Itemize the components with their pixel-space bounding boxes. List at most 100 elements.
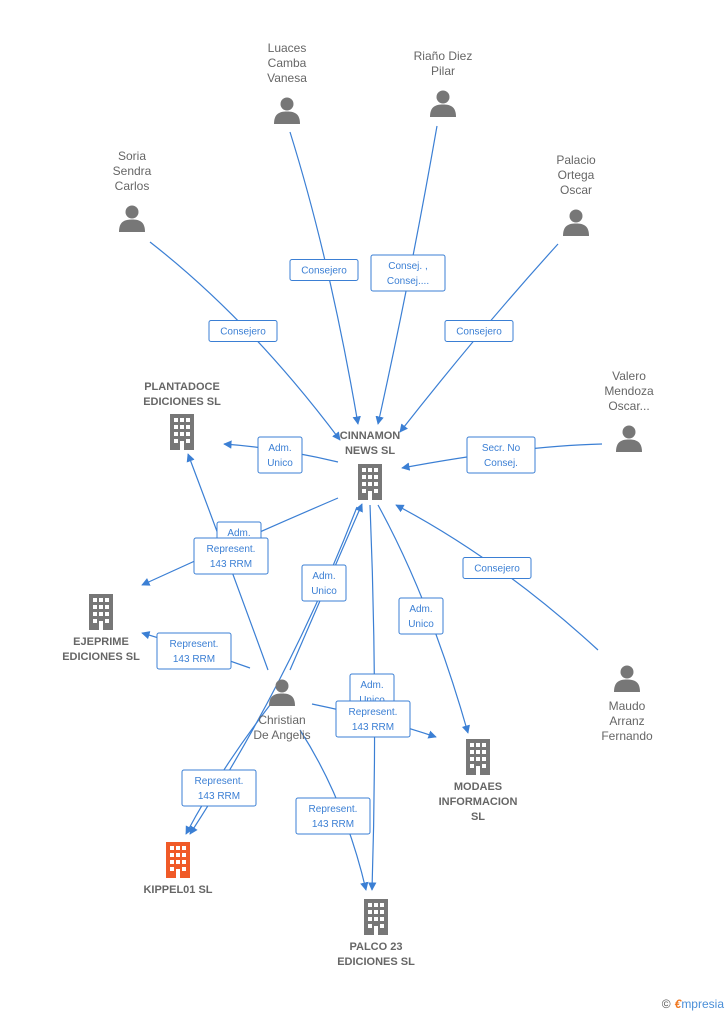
- edge-label-text: 143 RRM: [198, 791, 240, 802]
- node-label-line: PLANTADOCE: [144, 381, 220, 393]
- edge-label-christian-palco[interactable]: Represent.143 RRM: [295, 797, 371, 835]
- edge-label-cinnamon-plantadoce[interactable]: Adm.Unico: [257, 436, 303, 474]
- person-icon: [119, 205, 145, 232]
- edge-label-text: Consejero: [301, 266, 347, 277]
- node-label-line: Oscar: [560, 183, 592, 197]
- edge-label-text: Consejero: [474, 564, 520, 575]
- brand-name: mpresia: [681, 997, 724, 1011]
- edge-label-text: Secr. No: [482, 443, 521, 454]
- edge-label-box: [295, 797, 371, 835]
- edge-label-box: [289, 259, 359, 281]
- edge-label-palacio-cinnamon[interactable]: Consejero: [444, 320, 514, 342]
- node-label-line: Maudo: [609, 699, 646, 713]
- edge-label-cinnamon-kippel[interactable]: Adm.Unico: [301, 564, 347, 602]
- edge-label-text: 143 RRM: [210, 559, 252, 570]
- edge-label-box: [257, 436, 303, 474]
- node-label-line: INFORMACION: [439, 796, 518, 808]
- node-label-line: EDICIONES SL: [62, 651, 140, 663]
- edge-label-christian-kippel[interactable]: Represent. 143 RRM: [181, 769, 257, 807]
- edge-label-text: Unico: [408, 619, 434, 630]
- person-icon: [614, 665, 640, 692]
- node-label-line: Sendra: [113, 164, 152, 178]
- edge-label-soria-cinnamon[interactable]: Consejero: [208, 320, 278, 342]
- edge-label-box: [193, 537, 269, 575]
- node-kippel[interactable]: KIPPEL01 SL: [143, 842, 213, 896]
- edge-label-text: 143 RRM: [173, 654, 215, 665]
- edge-label-box: [181, 769, 257, 807]
- node-label-line: Palacio: [556, 153, 596, 167]
- edge-label-box: [208, 320, 278, 342]
- edge-label-christian-ejeprime[interactable]: Represent.143 RRM: [156, 632, 232, 670]
- node-label-line: Soria: [118, 149, 146, 163]
- node-valero[interactable]: ValeroMendozaOscar...: [604, 369, 654, 452]
- person-icon: [563, 209, 589, 236]
- node-label-line: Valero: [612, 369, 646, 383]
- edge-label-valero-cinnamon[interactable]: Secr. No Consej.: [466, 436, 536, 474]
- building-icon: [364, 899, 388, 935]
- person-icon: [430, 90, 456, 117]
- edge-label-text: Consej.: [484, 458, 518, 469]
- edge-label-text: Consejero: [220, 327, 266, 338]
- edge-label-text: Adm.: [360, 680, 383, 691]
- node-label-line: Vanesa: [267, 71, 307, 85]
- node-palco[interactable]: PALCO 23 EDICIONES SL: [337, 899, 415, 968]
- node-label-line: MODAES: [454, 781, 502, 793]
- edge-label-text: Consej. ,: [388, 261, 427, 272]
- edge-label-box: [301, 564, 347, 602]
- edge-label-text: Adm.: [227, 528, 250, 539]
- edge-label-luaces-cinnamon[interactable]: Consejero: [289, 259, 359, 281]
- node-cinnamon[interactable]: CINNAMON NEWS SL: [340, 430, 401, 500]
- node-label-line: De Angelis: [253, 728, 310, 742]
- building-icon: [466, 739, 490, 775]
- node-modaes[interactable]: MODAES INFORMACION SL: [439, 739, 518, 823]
- node-label-line: Pilar: [431, 64, 455, 78]
- edge-label-text: Represent.: [207, 544, 256, 555]
- node-label-line: NEWS SL: [345, 445, 395, 457]
- node-label-line: Arranz: [609, 714, 644, 728]
- brand-initial: €: [674, 997, 682, 1011]
- node-label-line: EJEPRIME: [73, 636, 129, 648]
- node-label-line: Oscar...: [608, 399, 649, 413]
- edge-label-text: Represent.: [195, 776, 244, 787]
- edge-label-box: [335, 700, 411, 738]
- node-label-line: CINNAMON: [340, 430, 401, 442]
- building-icon: [358, 464, 382, 500]
- node-label-line: SL: [471, 811, 485, 823]
- node-label-line: KIPPEL01 SL: [143, 884, 212, 896]
- person-icon: [616, 425, 642, 452]
- edge-label-box: [370, 254, 446, 292]
- edge-label-christian-plantadoce[interactable]: Represent. 143 RRM: [193, 537, 269, 575]
- edge-label-box: [466, 436, 536, 474]
- node-label-line: Luaces: [268, 41, 307, 55]
- node-ejeprime[interactable]: EJEPRIME EDICIONES SL: [62, 594, 140, 663]
- node-label-line: Fernando: [601, 729, 653, 743]
- node-label-line: Ortega: [558, 168, 595, 182]
- node-label-line: Riaño Diez: [414, 49, 473, 63]
- copyright-symbol: ©: [661, 997, 671, 1011]
- node-label-line: Carlos: [115, 179, 150, 193]
- edge-label-riano-cinnamon[interactable]: Consej. ,Consej....: [370, 254, 446, 292]
- building-icon: [170, 414, 194, 450]
- edge-label-maudo-cinnamon[interactable]: Consejero: [462, 557, 532, 579]
- edge-label-text: 143 RRM: [352, 722, 394, 733]
- edge-label-christian-modaes[interactable]: Represent.143 RRM: [335, 700, 411, 738]
- node-label-line: EDICIONES SL: [337, 956, 415, 968]
- edge-label-box: [462, 557, 532, 579]
- node-label-line: PALCO 23: [350, 941, 403, 953]
- edge-label-cinnamon-modaes[interactable]: Adm.Unico: [398, 597, 444, 635]
- node-label-line: Christian: [258, 713, 305, 727]
- node-label-line: Camba: [268, 56, 307, 70]
- edge-label-text: Adm.: [268, 443, 291, 454]
- edge-label-box: [398, 597, 444, 635]
